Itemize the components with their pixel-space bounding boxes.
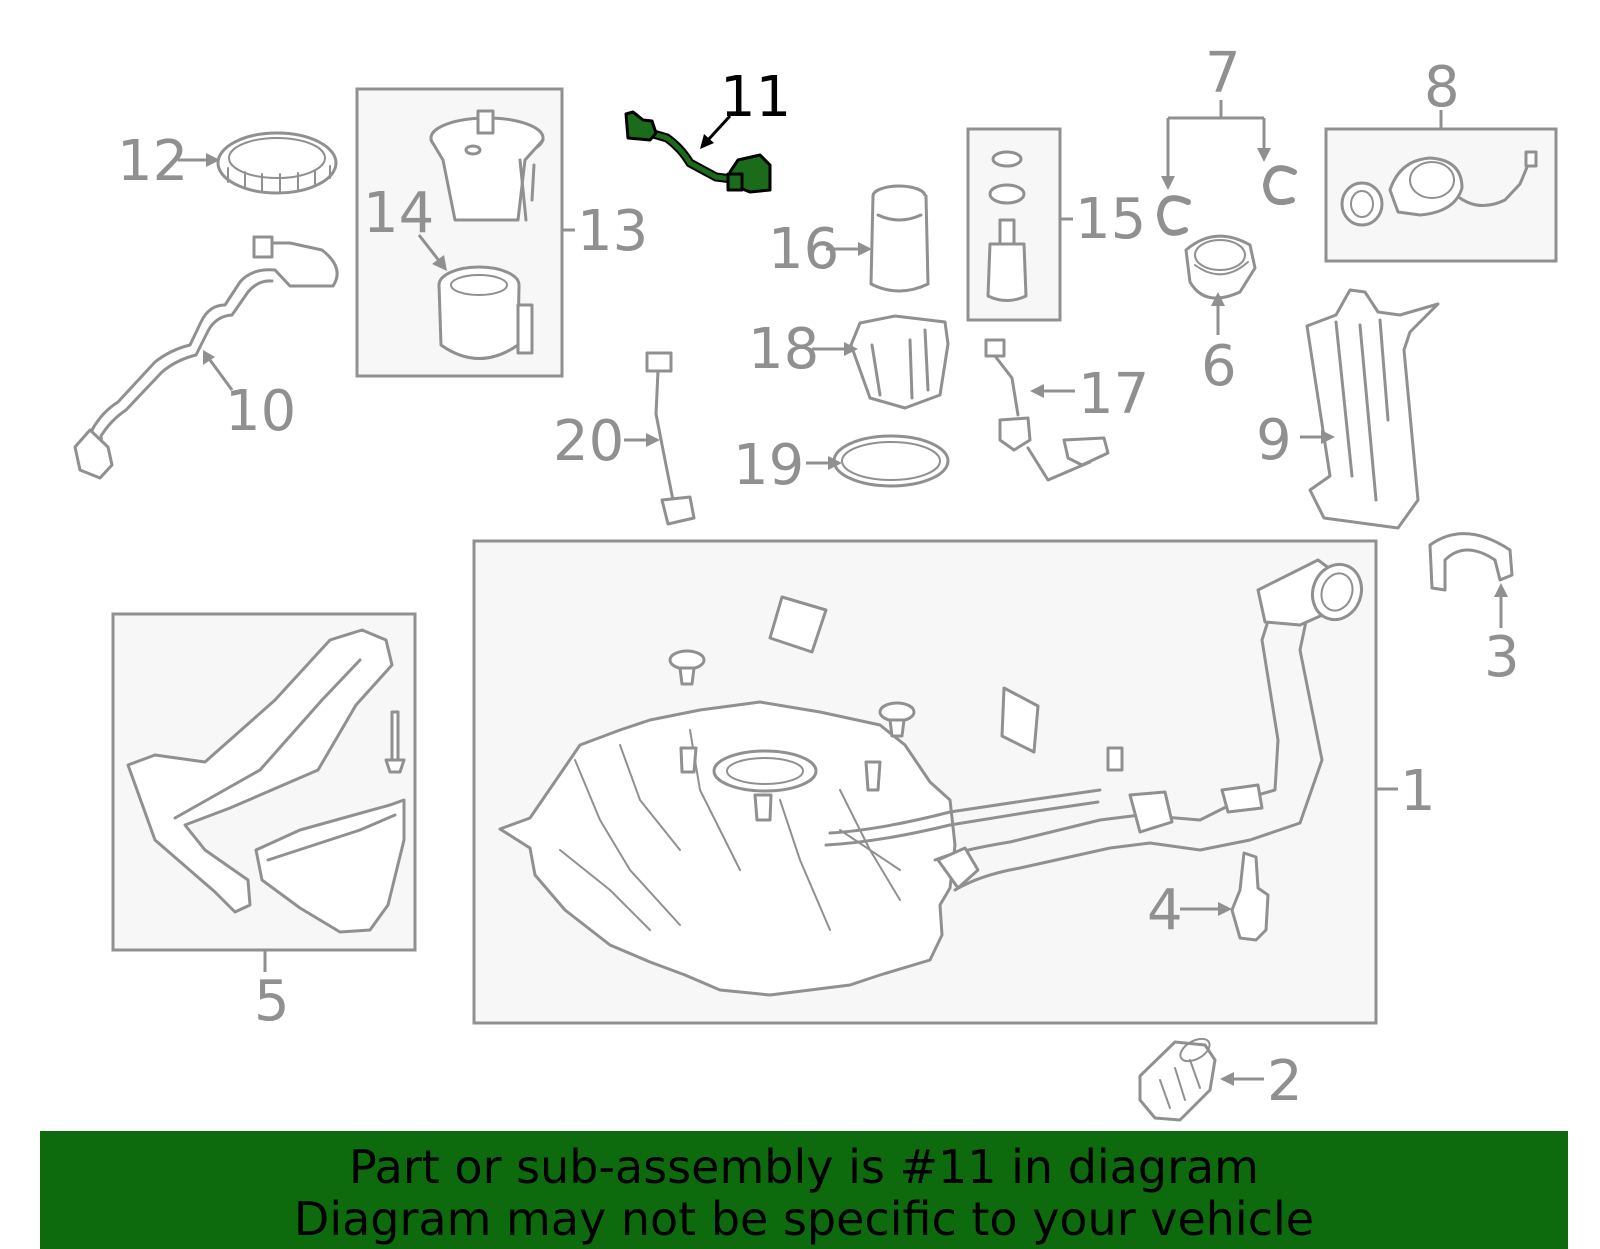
part-4-clip[interactable] <box>1230 851 1270 942</box>
callout-5[interactable]: 5 <box>254 969 290 1034</box>
callout-3[interactable]: 3 <box>1484 625 1520 690</box>
part-19-gasket[interactable] <box>832 434 950 488</box>
callout-labels: 12 11 14 13 10 16 15 18 19 17 20 7 6 8 9… <box>117 41 1520 1114</box>
callout-1[interactable]: 1 <box>1400 759 1436 824</box>
leader-lines <box>178 100 1508 1086</box>
part-1-fuel-tank[interactable] <box>498 557 1369 997</box>
part-14-fuel-filter[interactable] <box>437 265 534 360</box>
callout-12[interactable]: 12 <box>117 129 188 194</box>
part-11-wire-harness[interactable] <box>624 110 772 194</box>
part-pad-1[interactable] <box>768 595 828 654</box>
part-13-pump-module[interactable] <box>429 109 545 222</box>
callout-10[interactable]: 10 <box>225 379 296 444</box>
callout-8[interactable]: 8 <box>1424 55 1460 120</box>
banner-line-2: Diagram may not be specific to your vehi… <box>293 1192 1315 1246</box>
part-2-valve[interactable] <box>1138 1034 1217 1122</box>
disclaimer-banner: Part or sub-assembly is #11 in diagram D… <box>40 1131 1568 1249</box>
callout-18[interactable]: 18 <box>748 317 819 382</box>
part-pad-2[interactable] <box>1000 686 1040 754</box>
part-6-grommet[interactable] <box>1184 234 1257 300</box>
part-clip-a[interactable] <box>668 649 706 686</box>
part-15-seal-kit[interactable] <box>986 150 1028 302</box>
callout-13[interactable]: 13 <box>577 199 648 264</box>
part-clip-b[interactable] <box>878 701 916 738</box>
callout-2[interactable]: 2 <box>1267 1049 1303 1114</box>
part-20-wire[interactable] <box>645 351 696 526</box>
part-5-heat-shield[interactable] <box>126 628 406 934</box>
part-8-fuel-cap[interactable] <box>1340 150 1538 227</box>
part-3-clamp[interactable] <box>1428 532 1514 592</box>
callout-20[interactable]: 20 <box>553 409 624 474</box>
callout-7[interactable]: 7 <box>1205 41 1241 106</box>
callout-19[interactable]: 19 <box>733 433 804 498</box>
part-10-vapor-hose[interactable] <box>73 235 339 480</box>
part-17-level-sender[interactable] <box>984 338 1110 482</box>
callout-11[interactable]: 11 <box>720 65 791 130</box>
banner-line-1: Part or sub-assembly is #11 in diagram <box>349 1140 1259 1194</box>
part-9-filler-cover[interactable] <box>1305 288 1440 530</box>
part-18-reservoir[interactable] <box>849 314 950 410</box>
callout-6[interactable]: 6 <box>1201 334 1237 399</box>
part-16-canister[interactable] <box>869 184 930 293</box>
callout-4[interactable]: 4 <box>1147 878 1183 943</box>
part-7-clips[interactable] <box>1157 165 1297 236</box>
callout-9[interactable]: 9 <box>1256 408 1292 473</box>
callout-16[interactable]: 16 <box>768 217 839 282</box>
part-12-lock-ring[interactable] <box>216 131 338 195</box>
callout-15[interactable]: 15 <box>1075 187 1146 252</box>
callout-17[interactable]: 17 <box>1078 362 1149 427</box>
callout-14[interactable]: 14 <box>363 181 434 246</box>
